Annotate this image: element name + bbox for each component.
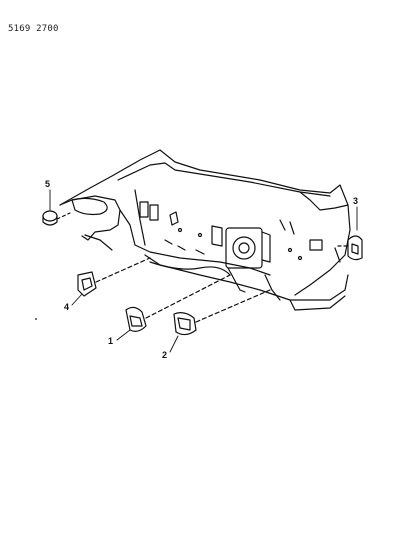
part-2-grommet (173, 289, 271, 336)
diagram-code: 5169 2700 (8, 24, 59, 34)
part-5-plug (42, 210, 71, 226)
callout-1: 1 (108, 336, 113, 346)
part-4-cover (77, 257, 151, 297)
callout-5: 5 (45, 179, 50, 189)
dash-panel (59, 149, 351, 311)
callout-2: 2 (162, 350, 167, 360)
callout-3: 3 (353, 196, 358, 206)
part-3-grommet (337, 235, 363, 261)
callout-4: 4 (64, 302, 69, 312)
stray-dot (35, 318, 37, 320)
leader-lines (49, 189, 358, 353)
part-1-grommet (125, 274, 231, 332)
